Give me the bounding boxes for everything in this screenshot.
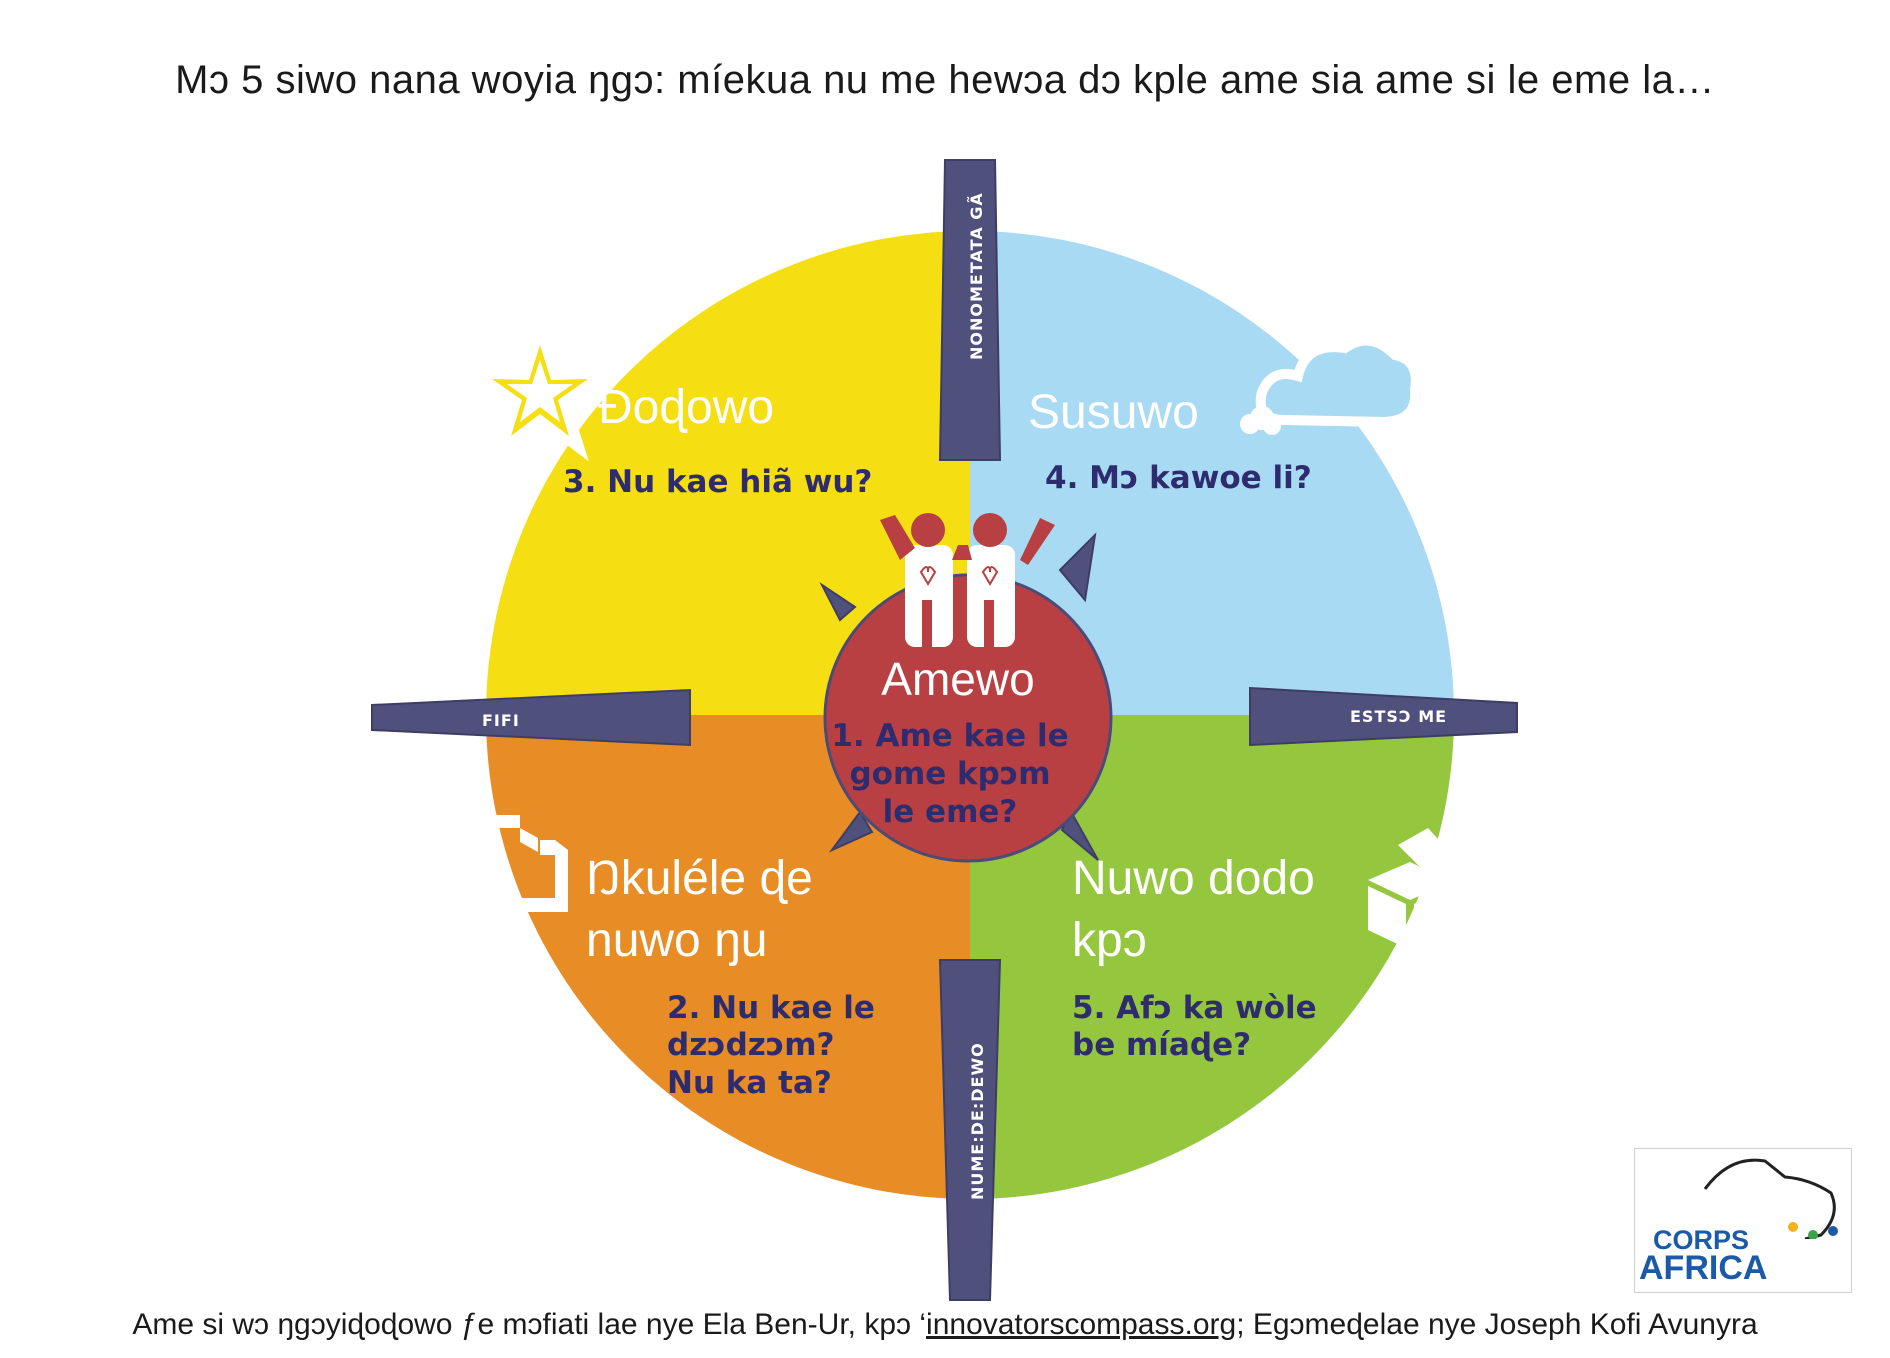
logo-line2: AFRICA <box>1639 1249 1768 1287</box>
page-title: Mɔ 5 siwo nana woyia ŋgɔ: míekua nu me h… <box>175 58 1715 102</box>
question-1-line3: le eme? <box>883 794 1018 830</box>
needle-south <box>938 959 1002 1301</box>
needle-north <box>938 159 1002 461</box>
frame-icon <box>438 815 568 912</box>
quadrant-title-ododowo: Ɖoɖowo <box>598 381 774 434</box>
quadrant-title-susuwo: Susuwo <box>1028 386 1199 439</box>
question-2-line1: 2. Nu kae le <box>667 990 875 1026</box>
question-3: 3. Nu kae hiã wu? <box>563 464 872 500</box>
question-1-line1: 1. Ame kae le <box>831 718 1068 754</box>
question-5-line2: be míaɖe? <box>1072 1027 1251 1063</box>
spike-sw <box>828 810 874 853</box>
spike-ne <box>1058 532 1097 603</box>
needle-north-label: NONOMETATA GÃ <box>967 192 986 360</box>
footer-credit: Ame si wɔ ŋgɔyiɖoɖowo ƒe mɔfiati lae nye… <box>0 1308 1890 1342</box>
quadrant-title-nkulele-line1: Ŋkuléle ɖe <box>586 852 813 905</box>
quadrant-title-nkulele-line2: nuwo ŋu <box>586 914 767 967</box>
people-icon <box>880 513 1055 650</box>
quadrant-title-nuwo-dodo-line2: kpɔ <box>1072 914 1147 967</box>
question-5-line1: 5. Afɔ ka wòle <box>1072 990 1317 1026</box>
needle-east <box>1249 686 1518 747</box>
needle-south-label: NUME:DE:DEWO <box>968 1042 987 1200</box>
question-2-line3: Nu ka ta? <box>667 1065 832 1101</box>
center-title: Amewo <box>881 653 1034 705</box>
star-icon <box>461 311 619 462</box>
quadrant-title-nuwo-dodo-line1: Nuwo dodo <box>1072 852 1315 905</box>
spike-nw <box>819 582 857 622</box>
corps-africa-logo: CORPS AFRICA <box>1634 1148 1852 1293</box>
logo-line1: CORPS <box>1653 1225 1750 1255</box>
cloud-icon <box>1240 335 1421 435</box>
question-1-line2: gome kpɔm <box>849 756 1050 792</box>
africa-outline-icon <box>1703 1158 1838 1241</box>
needle-east-label: ESTSƆ ME <box>1350 707 1447 726</box>
footer-link[interactable]: innovatorscompass.org <box>926 1308 1237 1341</box>
question-4: 4. Mɔ kawoe li? <box>1045 460 1312 496</box>
box-icon <box>1368 828 1490 948</box>
footer-text-before: Ame si wɔ ŋgɔyiɖoɖowo ƒe mɔfiati lae nye… <box>132 1308 927 1341</box>
needle-west-label: FIFI <box>482 711 520 730</box>
footer-text-after: ; Egɔmeɖelae nye Joseph Kofi Avunyra <box>1236 1308 1758 1341</box>
needle-west <box>371 688 691 747</box>
question-2-line2: dzɔdzɔm? <box>667 1027 835 1063</box>
compass-needle <box>371 159 1518 1301</box>
